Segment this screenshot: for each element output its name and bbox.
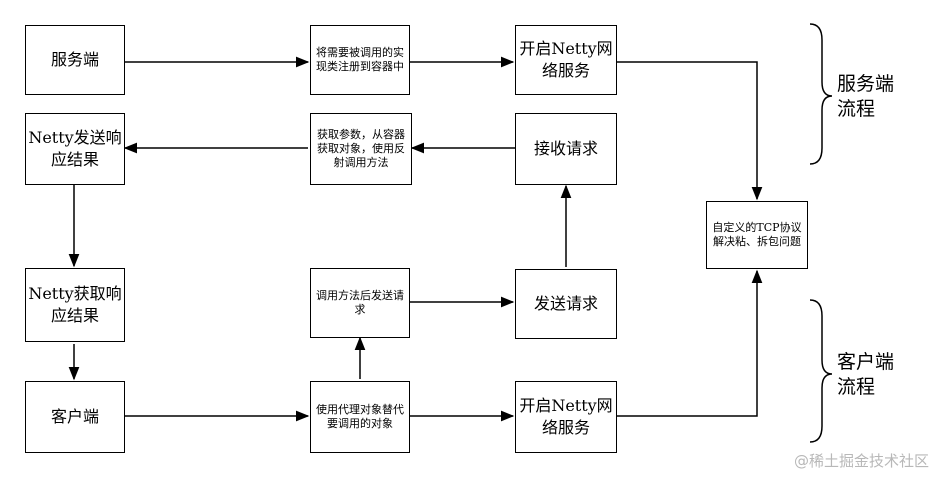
netty-send-response-node-label: Netty发送响应结果 bbox=[28, 128, 122, 169]
reflect-invoke-node-label: 获取参数，从容器获取对象，使用反射调用方法 bbox=[317, 128, 405, 169]
send-request-node-label: 发送请求 bbox=[533, 294, 598, 313]
server-netty-node: 开启Netty网络服务 bbox=[515, 25, 617, 95]
server-netty-node-label: 开启Netty网络服务 bbox=[519, 39, 613, 80]
after-invoke-send-node-label: 调用方法后发送请求 bbox=[316, 289, 404, 316]
client-node-label: 客户端 bbox=[50, 407, 99, 426]
watermark: @稀土掘金技术社区 bbox=[793, 452, 929, 470]
after-invoke-send-node: 调用方法后发送请求 bbox=[310, 268, 410, 338]
server-node: 服务端 bbox=[25, 25, 125, 95]
register-node-label: 将需要被调用的实现类注册到容器中 bbox=[316, 46, 404, 73]
server-flow-brace bbox=[809, 23, 833, 165]
client-node: 客户端 bbox=[25, 381, 125, 453]
client-flow-label: 客户端流程 bbox=[837, 351, 895, 398]
server-flow-label: 服务端流程 bbox=[837, 73, 895, 120]
client-flow-brace bbox=[809, 299, 833, 443]
receive-request-node-label: 接收请求 bbox=[533, 139, 598, 158]
custom-protocol-node-label: 自定义的TCP协议解决粘、拆包问题 bbox=[712, 221, 802, 248]
client-netty-node-label: 开启Netty网络服务 bbox=[519, 396, 613, 437]
proxy-node-label: 使用代理对象替代要调用的对象 bbox=[316, 403, 404, 430]
netty-get-response-node-label: Netty获取响应结果 bbox=[28, 284, 122, 325]
receive-request-node: 接收请求 bbox=[515, 113, 617, 185]
register-node: 将需要被调用的实现类注册到容器中 bbox=[310, 25, 410, 95]
proxy-node: 使用代理对象替代要调用的对象 bbox=[310, 381, 410, 453]
custom-protocol-node: 自定义的TCP协议解决粘、拆包问题 bbox=[706, 201, 808, 269]
client-netty-node: 开启Netty网络服务 bbox=[515, 381, 617, 453]
reflect-invoke-node: 获取参数，从容器获取对象，使用反射调用方法 bbox=[310, 113, 412, 185]
arrow-client-netty-to-protocol bbox=[617, 269, 763, 417]
netty-send-response-node: Netty发送响应结果 bbox=[25, 113, 125, 185]
send-request-node: 发送请求 bbox=[515, 269, 617, 339]
server-node-label: 服务端 bbox=[50, 50, 99, 69]
netty-get-response-node: Netty获取响应结果 bbox=[25, 268, 125, 342]
arrow-netty-to-protocol bbox=[617, 61, 763, 201]
